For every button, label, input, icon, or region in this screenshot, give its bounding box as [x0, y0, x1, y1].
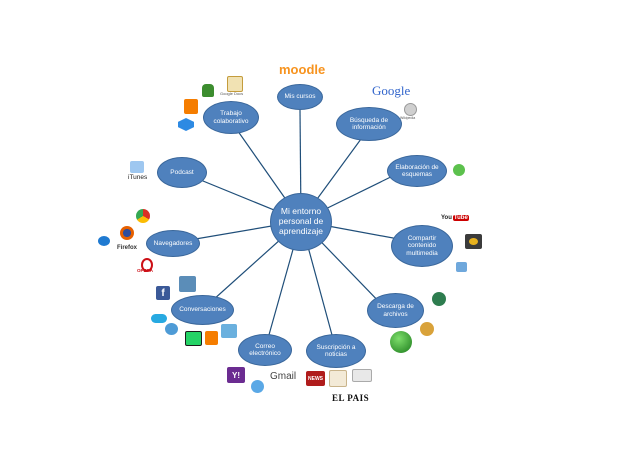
facebook-icon: f [156, 286, 170, 300]
slideshare-icon [465, 234, 482, 249]
twitter-icon [221, 324, 237, 338]
center-node[interactable]: Mi entorno personal de aprendizaje [270, 193, 332, 251]
node-trabajo[interactable]: Trabajo colaborativo [203, 101, 259, 134]
node-label: Navegadores [153, 239, 193, 247]
blogger-icon [184, 99, 198, 114]
whatsapp-icon [185, 331, 202, 346]
gmail-logo: Gmail [270, 371, 297, 382]
node-compartir[interactable]: Compartir contenido multimedia [391, 225, 453, 267]
node-mis-cursos[interactable]: Mis cursos [277, 84, 323, 110]
internet-explorer-icon [98, 236, 110, 246]
chrome-icon [136, 209, 150, 223]
download-app-icon [432, 292, 446, 306]
node-label: Suscripción a noticias [316, 343, 356, 358]
wikipedia-logo-text: Wikipedia [400, 116, 416, 120]
news-tile-icon [352, 369, 372, 382]
dropbox-icon [178, 118, 194, 131]
mindmap-app-icon [453, 164, 465, 176]
node-label: Compartir contenido multimedia [406, 234, 438, 257]
plant-icon [202, 84, 214, 97]
node-conversaciones[interactable]: Conversaciones [171, 295, 234, 325]
itunes-icon [130, 161, 144, 173]
node-label: Conversaciones [179, 306, 226, 314]
feed-reader-icon [329, 370, 347, 387]
blogger-icon-chat [205, 331, 218, 345]
node-label: Podcast [170, 168, 194, 176]
emule-icon [420, 322, 434, 336]
node-busqueda[interactable]: Búsqueda de información [336, 107, 402, 141]
node-podcast[interactable]: Podcast [157, 157, 207, 188]
youtube-logo: You Tube [441, 215, 469, 221]
node-label: Búsqueda de información [349, 116, 389, 131]
bbc-news-icon: NEWS [306, 371, 325, 386]
messenger-contacts-icon [251, 380, 264, 393]
node-label: Correo electrónico [249, 342, 281, 357]
node-label: Trabajo colaborativo [213, 110, 249, 125]
google-logo: Google [372, 83, 411, 98]
msn-messenger-icon [165, 323, 178, 335]
media-share-icon [456, 262, 467, 272]
wikipedia-globe-icon [404, 103, 417, 116]
tuenti-icon [179, 276, 196, 292]
elpais-logo: EL PAIS [332, 393, 370, 403]
node-descarga[interactable]: Descarga de archivos [367, 293, 424, 328]
node-esquemas[interactable]: Elaboración de esquemas [387, 155, 447, 187]
node-suscripcion[interactable]: Suscripción a noticias [306, 334, 366, 368]
node-navegadores[interactable]: Navegadores [146, 230, 200, 257]
center-label: Mi entorno personal de aprendizaje [278, 206, 324, 236]
node-correo[interactable]: Correo electrónico [238, 334, 292, 366]
node-label: Mis cursos [284, 93, 316, 101]
firefox-logo-text: Firefox [117, 245, 138, 251]
opera-logo-text: OPERA [137, 268, 154, 273]
yahoo-mail-icon: Y! [227, 367, 245, 383]
firefox-icon [120, 226, 134, 240]
moodle-logo: moodle [279, 62, 326, 77]
opera-icon [141, 258, 153, 272]
node-label: Descarga de archivos [377, 303, 414, 318]
skype-icon [151, 314, 167, 323]
google-docs-logo-text: Google Docs [220, 91, 244, 96]
google-docs-icon [227, 76, 243, 92]
node-label: Elaboración de esquemas [395, 163, 439, 178]
utorrent-icon [390, 331, 412, 353]
itunes-logo-text: iTunes [128, 174, 148, 181]
